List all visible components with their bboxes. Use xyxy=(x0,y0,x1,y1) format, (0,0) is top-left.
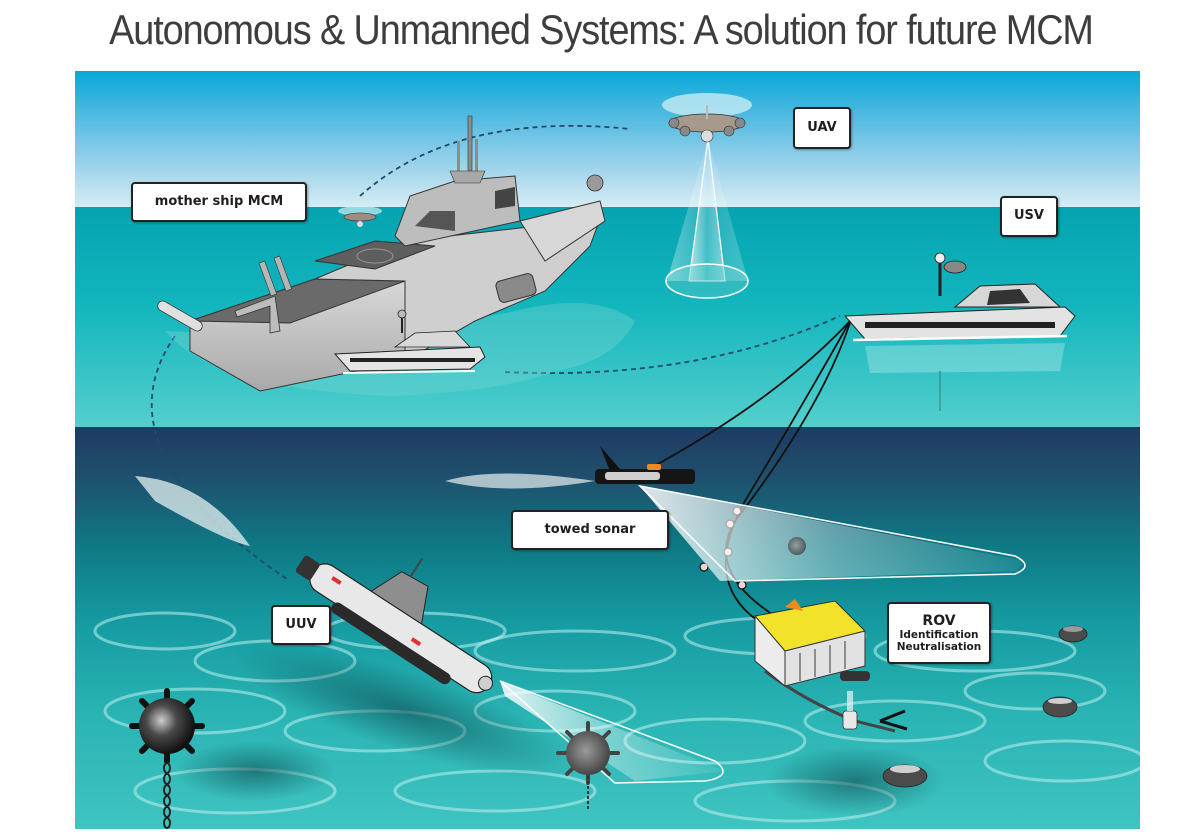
rov-label-title: ROV xyxy=(922,612,956,629)
usv-illustration xyxy=(843,252,1076,411)
rov-illustration xyxy=(754,599,908,733)
rov-label: ROV Identification Neutralisation xyxy=(887,602,991,664)
moored-mine-illustration xyxy=(129,688,205,829)
mcm-illustration: mother ship MCM UAV USV towed sonar UUV … xyxy=(75,71,1140,829)
detected-mine-illustration xyxy=(556,721,620,811)
page-title: Autonomous & Unmanned Systems: A solutio… xyxy=(109,6,1094,53)
scene-illustration xyxy=(93,93,1140,829)
uuv-label: UUV xyxy=(271,605,331,645)
uav-illustration xyxy=(662,93,752,299)
usv-label: USV xyxy=(1000,196,1058,237)
rov-label-line1: Identification xyxy=(899,628,979,641)
uav-label: UAV xyxy=(793,107,851,149)
towed-sonar-illustration xyxy=(445,446,1026,582)
towed-sonar-label: towed sonar xyxy=(511,510,669,550)
uuv-illustration xyxy=(135,476,725,784)
rov-label-line2: Neutralisation xyxy=(896,641,982,654)
launch-trajectories xyxy=(150,124,841,582)
bottom-mine-illustration xyxy=(882,625,1088,788)
small-usv-illustration xyxy=(333,309,486,374)
small-drone-illustration xyxy=(338,206,382,227)
mother-ship-label: mother ship MCM xyxy=(131,182,307,222)
